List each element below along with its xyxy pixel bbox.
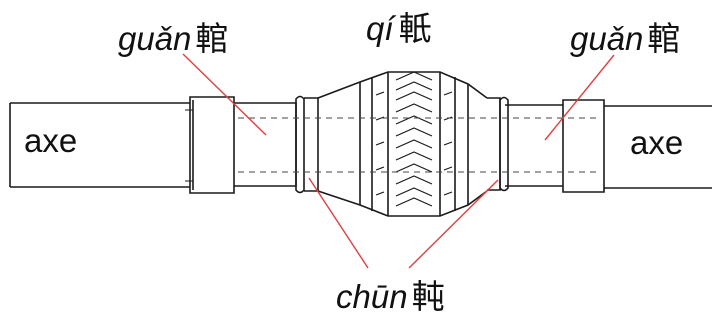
qi-hanzi: 軝	[398, 9, 432, 48]
chun-pinyin: chūn	[336, 278, 408, 315]
axle-left	[9, 102, 193, 188]
leader-guan-right	[544, 54, 615, 141]
label-axe-right: axe	[630, 124, 684, 161]
chun-left-ring	[295, 95, 319, 194]
leader-chun-right	[408, 179, 499, 269]
guan-right-pinyin: guǎn	[570, 20, 644, 57]
qi-pinyin: qí	[366, 10, 394, 47]
guan-left-pinyin: guǎn	[118, 20, 192, 57]
hidden-lines	[238, 117, 600, 173]
qi-chevron-pattern	[375, 71, 453, 207]
guan-right-hanzi: 輨	[647, 19, 681, 58]
label-axe-left: axe	[24, 122, 78, 159]
qi-hub	[317, 71, 488, 217]
leader-guan-left	[182, 53, 267, 136]
guan-left-hanzi: 輨	[195, 19, 229, 58]
guan-right-cap	[505, 99, 605, 193]
leader-chun-left	[308, 177, 369, 269]
guan-left-cap	[189, 96, 297, 194]
axle-right	[604, 105, 712, 189]
chun-right-ring	[487, 96, 509, 192]
chun-hanzi: 軘	[411, 277, 445, 316]
